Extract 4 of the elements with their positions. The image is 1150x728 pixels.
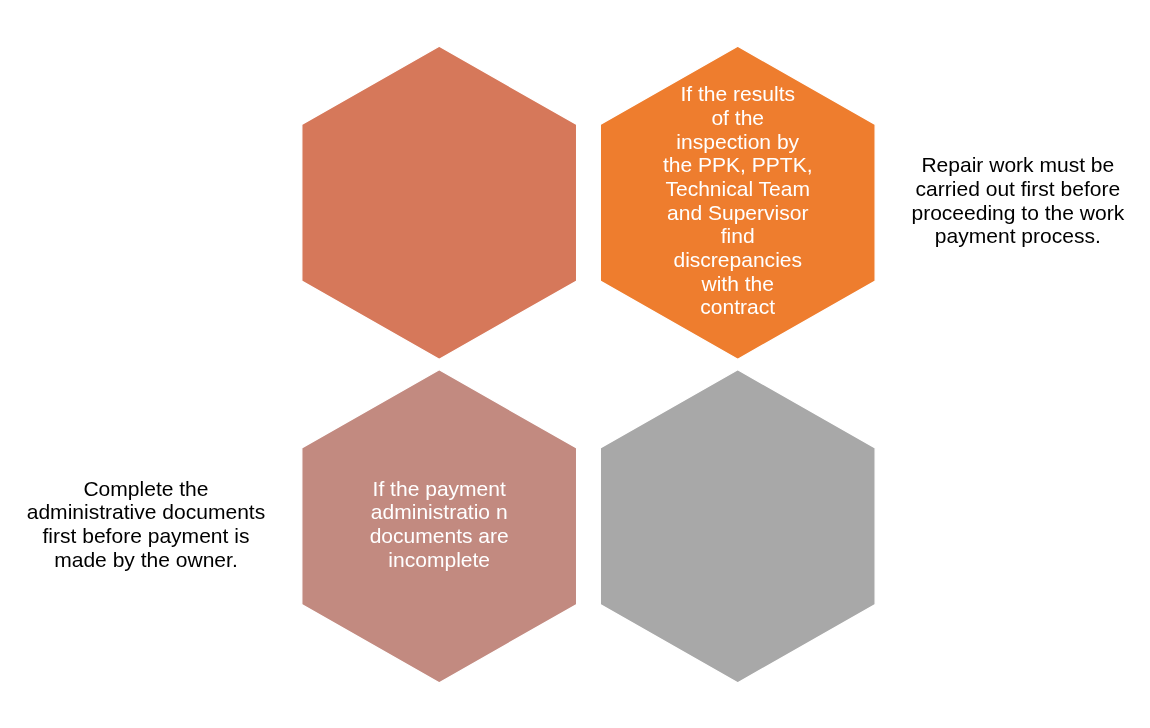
- node-label: Complete the administrative documents first before payment is made by the owner.: [26, 476, 266, 571]
- node-label: Repair work must be carried out first before proceeding to the work payment process.: [911, 152, 1125, 247]
- node-hexagon: [599, 368, 876, 683]
- node-hexagon: [301, 45, 578, 360]
